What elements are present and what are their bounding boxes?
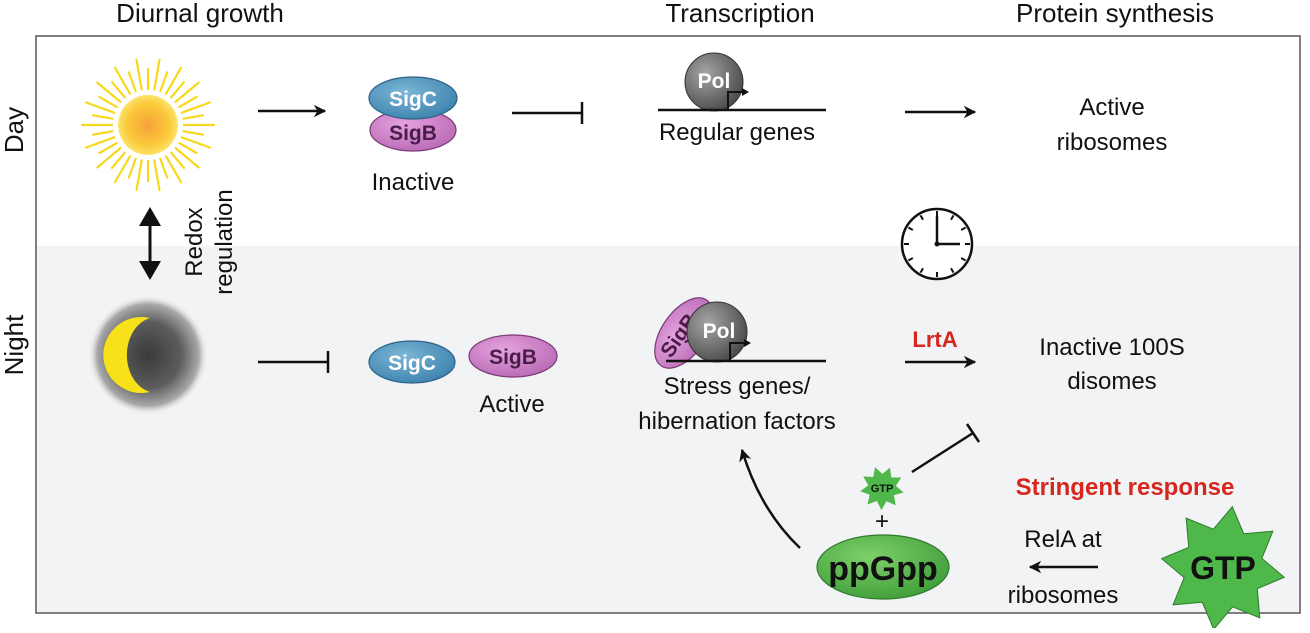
- inactive-disomes-line2: disomes: [1067, 368, 1156, 395]
- redox-double-arrow: [139, 207, 161, 280]
- big-gtp-star: [1160, 505, 1286, 631]
- rela-label-line1: RelA at: [1024, 526, 1102, 553]
- regular-genes-label: Regular genes: [659, 119, 815, 146]
- row-label-night: Night: [0, 314, 29, 375]
- inhibit-gtp-disomes: [911, 423, 981, 474]
- pol-label-night: Pol: [703, 320, 736, 343]
- small-gtp-label: GTP: [871, 483, 894, 495]
- header-diurnal-growth: Diurnal growth: [116, 0, 284, 28]
- active-ribosomes-line2: ribosomes: [1057, 129, 1168, 156]
- inhibit-day-transcription: [512, 102, 584, 124]
- small-gtp-star: [860, 467, 904, 510]
- lrta-label: LrtA: [912, 327, 957, 352]
- sigc-label-night: SigC: [388, 352, 436, 375]
- inactive-label: Inactive: [372, 169, 455, 196]
- sun-icon: [80, 58, 216, 192]
- sigb-oval-night: [468, 334, 558, 378]
- row-label-day: Day: [0, 107, 29, 153]
- pol-label-day: Pol: [698, 70, 731, 93]
- sigc-sigb-complex-day: SigC SigB: [368, 76, 458, 152]
- stress-genes-line2: hibernation factors: [638, 408, 835, 435]
- arrow-ppgpp-to-stress-genes: [739, 448, 801, 549]
- redox-label-line2: regulation: [211, 189, 238, 294]
- stress-genes-line1: Stress genes/: [664, 373, 811, 400]
- active-label: Active: [479, 391, 544, 418]
- sigb-label-night: SigB: [489, 346, 537, 369]
- pol-regular-genes: Pol: [658, 52, 826, 112]
- sigc-label-day: SigC: [389, 88, 437, 111]
- header-protein-synthesis: Protein synthesis: [1016, 0, 1214, 28]
- rela-label-line2: ribosomes: [1008, 582, 1119, 609]
- inhibit-night-sigma: [258, 351, 330, 373]
- night-background: [37, 246, 1299, 612]
- ppgpp-oval: [816, 534, 950, 600]
- active-ribosomes-line1: Active: [1079, 94, 1144, 121]
- sigc-oval-day: [368, 76, 458, 120]
- clock-icon: [900, 207, 974, 281]
- sigc-oval-night: [368, 340, 456, 384]
- moon-icon: [88, 295, 208, 415]
- big-gtp-label: GTP: [1190, 550, 1256, 586]
- header-transcription: Transcription: [665, 0, 814, 28]
- sigb-label-day: SigB: [389, 122, 437, 145]
- ppgpp-label: ppGpp: [828, 550, 938, 588]
- redox-label-line1: Redox: [181, 207, 208, 276]
- inactive-disomes-line1: Inactive 100S: [1039, 334, 1184, 361]
- plus-sign: +: [875, 508, 889, 535]
- stringent-response-label: Stringent response: [1016, 474, 1235, 501]
